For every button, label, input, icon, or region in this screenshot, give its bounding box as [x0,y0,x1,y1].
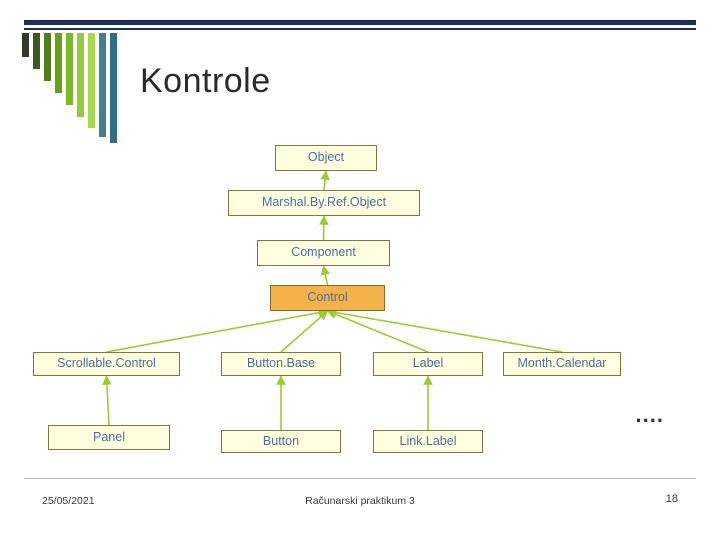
decorative-bar-8 [110,33,117,143]
node-label: Panel [93,429,125,444]
decorative-bar-4 [66,33,73,105]
node-object: Object [275,145,377,171]
edge-component-to-marshal [319,215,329,241]
node-label: Marshal.By.Ref.Object [261,195,387,210]
node-label: Month.Calendar [517,356,607,371]
node-label: Label [412,356,444,371]
node-marshal: Marshal.By.Ref.Object [228,190,420,216]
node-component: Component [257,240,390,266]
decorative-bar-1 [33,33,40,69]
decorative-bars [22,33,132,145]
header-rule-thin [24,28,696,30]
header-rule-thick [24,20,696,25]
decorative-bar-6 [88,33,95,128]
decorative-bar-7 [99,33,106,137]
decorative-bar-5 [77,33,84,117]
decorative-bar-0 [22,33,29,57]
node-control: Control [270,285,385,311]
node-label: Scrollable.Control [57,356,156,371]
node-label: Label [373,352,483,376]
node-button: Button [221,430,341,453]
node-label: Button [262,433,300,448]
page-title: Kontrole [140,62,271,100]
node-scrollable: Scrollable.Control [33,352,180,376]
decorative-bar-2 [44,33,51,81]
node-label: Object [307,150,345,165]
node-buttonbase: Button.Base [221,352,341,376]
footer-course: Računarski praktikum 3 [305,495,415,507]
footer-rule [24,478,696,479]
footer-date: 25/05/2021 [42,495,95,507]
node-linklabel: Link.Label [373,430,483,453]
connector-lines [102,170,563,430]
edge-marshal-to-object [320,170,330,191]
edge-label-to-control [326,309,429,353]
node-label: Link.Label [399,433,457,448]
node-label: Control [307,290,348,305]
footer-page-number: 18 [665,493,678,505]
node-panel: Panel [48,425,170,450]
node-monthcalendar: Month.Calendar [503,352,621,376]
node-label: Component [291,245,356,260]
edge-buttonbase-to-control [280,310,329,353]
ellipsis-marker: .... [635,402,664,427]
edge-scrollable-to-control [106,307,329,353]
edge-control-to-component [320,265,331,286]
edge-panel-to-scrollable [102,375,112,426]
decorative-bar-3 [55,33,62,93]
edge-monthcalendar-to-control [326,307,563,353]
node-label: Button.Base [246,356,316,371]
